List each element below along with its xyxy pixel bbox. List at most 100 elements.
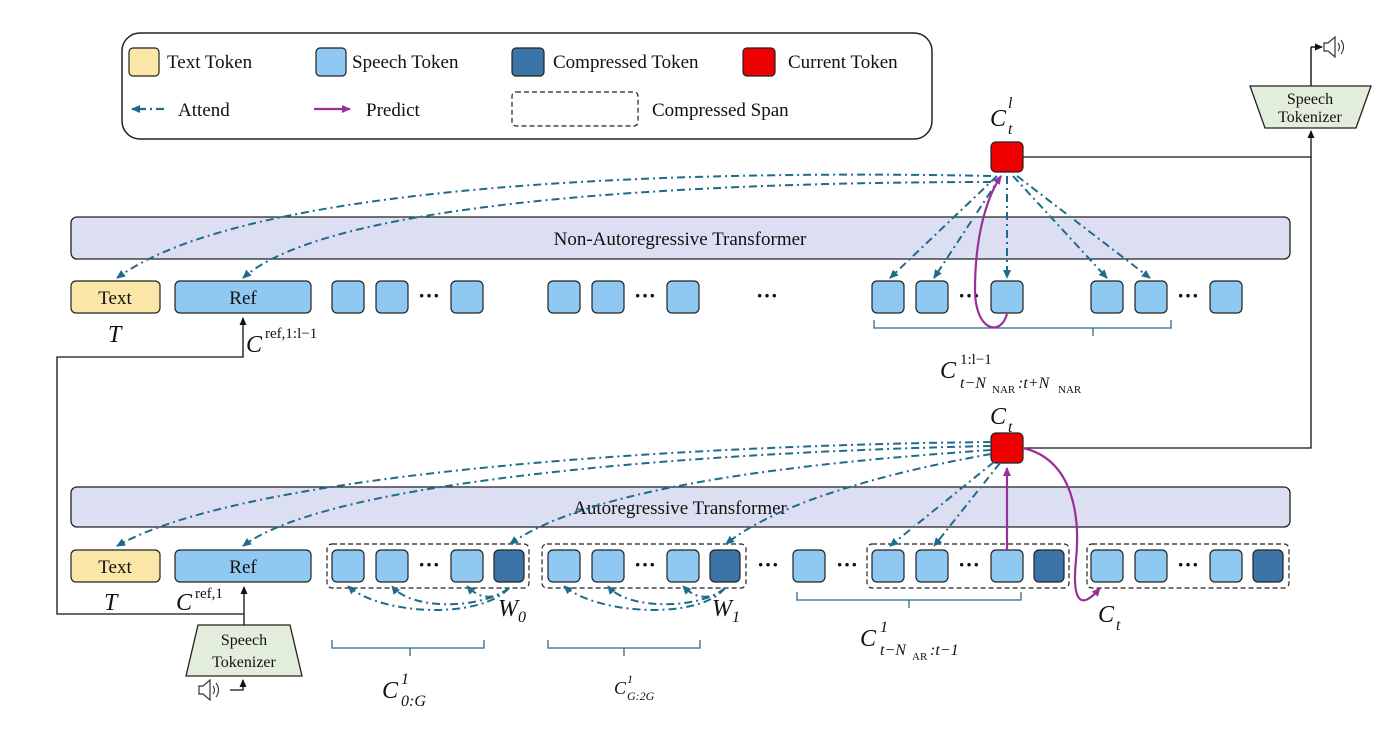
ar-predict-arrow-next [1022,446,1101,602]
nar-dots-2: ··· [634,283,656,308]
ar-current-token [990,432,1024,464]
svg-text:1: 1 [880,619,888,636]
legend-compressed-token: Compressed Token [553,52,699,73]
ar-dots-4: ··· [836,552,858,577]
nar-ref-label: C ref,1:l−1 [246,326,317,358]
legend-swatch-text [128,47,160,77]
svg-text:1:l−1: 1:l−1 [960,352,992,368]
legend-predict: Predict [366,100,421,121]
ar-to-tokenizer-line [1023,157,1312,449]
ar-current-token-label: C t [990,404,1013,436]
ar-dots-5: ··· [958,552,980,577]
ar-transformer-label: Autoregressive Transformer [573,498,787,519]
ar-context-label: C 1 t−N AR :t−1 [860,619,959,663]
ref-feedback-line [56,317,247,615]
svg-text:C: C [246,332,263,358]
cg2g-brace [547,640,701,656]
ar-compressed-span-3 [866,543,1070,589]
ar-transformer-block [70,486,1291,528]
nar-T-label: T [108,322,123,348]
svg-text:C: C [990,106,1007,132]
ar-ref-label: C ref,1 [176,586,223,616]
legend-text-token: Text Token [167,52,253,73]
w1-label: W 1 [712,596,740,626]
ar-dots-6: ··· [1177,552,1199,577]
ar-context-brace [796,592,1022,608]
nar-token-row: Text Ref ··· ··· ··· ··· ··· [70,280,1243,314]
tokenizer-top-line1: Speech [1287,91,1333,108]
svg-text:C: C [176,590,193,616]
c0g-brace [331,640,485,656]
legend-span-box [511,91,639,127]
svg-text:t−N: t−N [880,642,907,659]
legend-swatch-current [742,47,776,77]
tokenizer-bottom-line2: Tokenizer [212,654,276,671]
c0g-label: C 1 0:G [382,671,426,710]
legend: Text Token Speech Token Compressed Token… [121,32,933,140]
nar-dots-1: ··· [418,283,440,308]
ar-next-token-label: C t [1098,602,1121,634]
ar-compressed-tokens [493,549,1284,583]
nar-ref-token-label: Ref [229,288,257,309]
legend-swatch-speech [315,47,347,77]
svg-text:t: t [1116,617,1121,634]
ar-compress-attend-arrows [347,585,726,611]
ar-dots-1: ··· [418,552,440,577]
nar-transformer-label: Non-Autoregressive Transformer [554,229,807,250]
svg-text:1: 1 [401,671,409,688]
svg-text:l: l [1008,95,1013,112]
svg-text:0: 0 [518,609,526,626]
legend-current-token: Current Token [788,52,898,73]
svg-text:C: C [382,678,399,704]
svg-text:t−N: t−N [960,375,987,392]
ar-ref-token [174,549,312,583]
svg-text:C: C [614,678,627,698]
svg-text:NAR: NAR [1058,384,1082,396]
ar-ref-token-label: Ref [229,557,257,578]
svg-text:W: W [498,596,520,622]
speaker-icon-bottom [198,678,247,702]
tokenizer-top-line2: Tokenizer [1278,109,1342,126]
svg-text:C: C [990,404,1007,430]
ar-speech-tokens [331,549,1243,583]
nar-context-brace [873,320,1172,336]
tokenizer-bottom-line1: Speech [221,632,267,649]
nar-to-tokenizer-line [1023,130,1315,158]
nar-context-label: C 1:l−1 t−N NAR :t+N NAR [940,352,1082,396]
nar-dots-3: ··· [756,283,778,308]
nar-current-token [990,141,1024,173]
svg-text:t: t [1008,121,1013,138]
speech-tokenizer-top: Speech Tokenizer [1249,85,1372,129]
ar-text-token-label: Text [98,557,132,578]
ar-text-token [70,549,161,583]
svg-text:C: C [860,626,877,652]
legend-compressed-span: Compressed Span [652,100,789,121]
svg-text:W: W [712,596,734,622]
svg-text:0:G: 0:G [401,693,426,710]
ar-dots-2: ··· [634,552,656,577]
speaker-icon-top [1310,35,1345,86]
w0-label: W 0 [498,596,526,626]
nar-text-token-label: Text [98,288,132,309]
svg-text:ref,1: ref,1 [195,586,223,602]
nar-predict-arrow [973,175,1009,329]
nar-attend-arrows [116,173,1151,279]
ar-compressed-span-1 [326,543,530,589]
nar-current-token-label: C t l [990,95,1013,138]
ar-compressed-span-4 [1086,543,1290,589]
svg-text:AR: AR [912,651,928,663]
legend-speech-token: Speech Token [352,52,459,73]
nar-speech-group-1 [331,280,1243,314]
ar-compressed-span-2 [541,543,747,589]
svg-text::t−1: :t−1 [930,642,959,659]
ar-dots-3: ··· [757,552,779,577]
svg-text:1: 1 [732,609,740,626]
ar-T-label: T [104,590,119,616]
svg-text:1: 1 [627,672,633,686]
svg-text:C: C [1098,602,1115,628]
ar-token-row: Text Ref ··· ··· [70,543,1290,589]
nar-dots-5: ··· [1177,283,1199,308]
legend-swatch-compressed [511,47,545,77]
svg-text:NAR: NAR [992,384,1016,396]
